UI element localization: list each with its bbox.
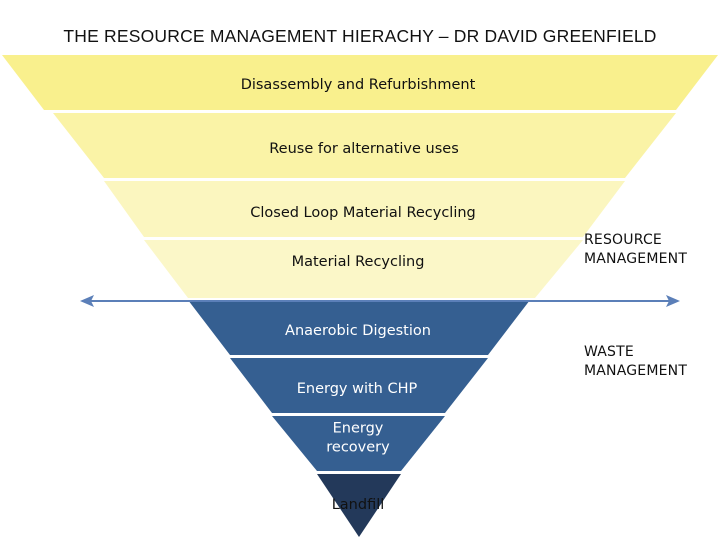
pyramid-band-6 xyxy=(230,358,488,413)
level-label-1: Disassembly and Refurbishment xyxy=(241,77,476,93)
pyramid-band-7 xyxy=(272,416,445,471)
diagram-title: THE RESOURCE MANAGEMENT HIERACHY – DR DA… xyxy=(63,26,657,46)
divider-double-arrow xyxy=(80,295,680,307)
waste-label-line1: WASTE xyxy=(584,344,634,360)
pyramid-bands xyxy=(2,55,718,537)
arrow-right-head-icon xyxy=(666,295,680,307)
pyramid-band-2 xyxy=(53,113,676,178)
pyramid-band-5 xyxy=(188,300,530,355)
level-label-5: Anaerobic Digestion xyxy=(285,323,431,339)
arrow-left-head-icon xyxy=(80,295,94,307)
pyramid-band-4 xyxy=(144,240,583,298)
level-label-6: Energy with CHP xyxy=(297,381,418,397)
resource-label-line2: MANAGEMENT xyxy=(584,251,688,267)
waste-label-line2: MANAGEMENT xyxy=(584,363,688,379)
pyramid-band-3 xyxy=(104,181,625,237)
level-label-3: Closed Loop Material Recycling xyxy=(250,205,476,221)
waste-management-label: WASTE MANAGEMENT xyxy=(584,343,687,381)
level-label-4: Material Recycling xyxy=(292,254,425,270)
level-label-8: Landfill xyxy=(332,497,385,513)
resource-management-label: RESOURCE MANAGEMENT xyxy=(584,231,687,269)
resource-label-line1: RESOURCE xyxy=(584,232,662,248)
pyramid-band-8 xyxy=(317,474,401,537)
level-label-2: Reuse for alternative uses xyxy=(269,141,459,157)
pyramid-band-1 xyxy=(2,55,718,110)
